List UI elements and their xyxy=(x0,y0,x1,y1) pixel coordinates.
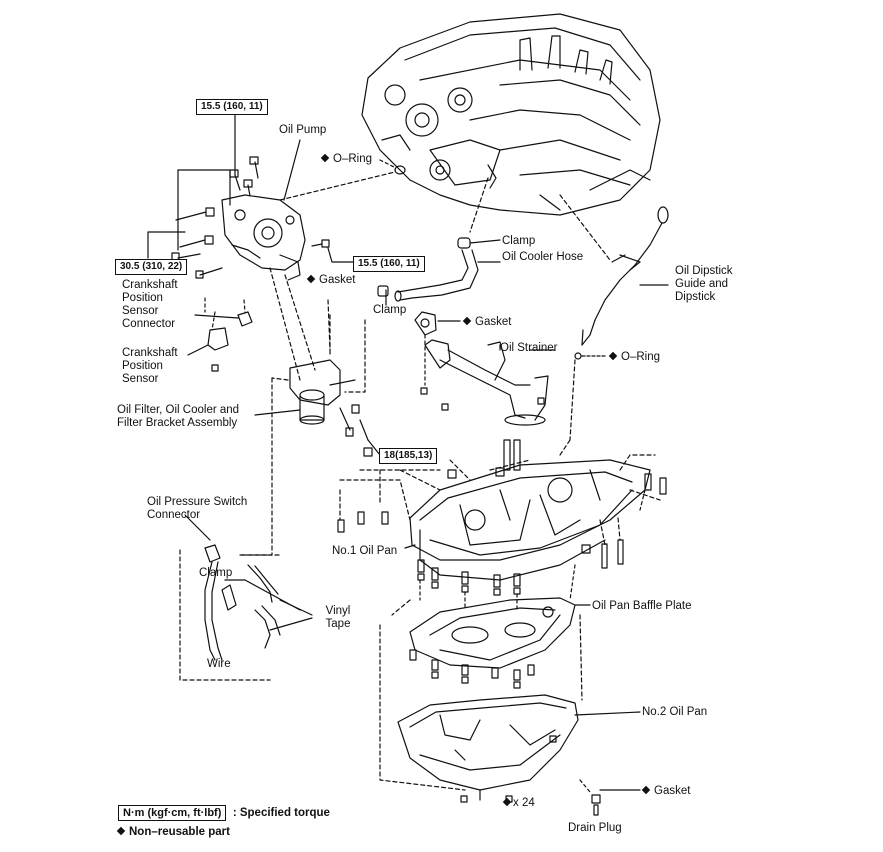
oil-strainer-part xyxy=(414,311,556,426)
label-x24-text: x 24 xyxy=(513,797,535,809)
legend: N·m (kgf·cm, ft·lbf) : Specified torque … xyxy=(116,803,330,838)
torque-filter: 18(185,13) xyxy=(379,448,438,464)
oil-filter-part xyxy=(239,359,373,556)
legend-specified: : Specified torque xyxy=(232,807,330,819)
legend-diamond-icon xyxy=(116,826,126,836)
label-gasket-pump: Gasket xyxy=(306,274,356,287)
non-reusable-mark xyxy=(502,797,512,807)
label-gasket-drain-text: Gasket xyxy=(654,785,691,797)
torque-oil-pump-top: 15.5 (160, 11) xyxy=(196,99,268,115)
legend-non-reusable: Non–reusable part xyxy=(129,826,230,838)
non-reusable-mark xyxy=(608,351,618,361)
label-drain-plug: Drain Plug xyxy=(568,822,622,834)
label-baffle: Oil Pan Baffle Plate xyxy=(592,600,692,612)
pan-dashed xyxy=(339,439,661,546)
torque-oil-pump-left: 30.5 (310, 22) xyxy=(115,259,188,275)
label-gasket-strainer: Gasket xyxy=(462,316,512,329)
crank-sensor-part xyxy=(187,297,253,372)
label-oring-dip: O–Ring xyxy=(608,351,660,364)
label-oring-top-text: O–Ring xyxy=(333,153,372,165)
label-wire: Wire xyxy=(207,658,231,670)
label-clamp-mid: Clamp xyxy=(373,304,407,316)
label-clamp-low: Clamp xyxy=(199,567,233,579)
label-oring-top: O–Ring xyxy=(320,153,372,166)
torque-hose: 15.5 (160, 11) xyxy=(353,256,425,272)
label-gasket-pump-text: Gasket xyxy=(319,274,356,286)
label-vinyl-tape: Vinyl Tape xyxy=(325,605,351,630)
legend-unit-box: N·m (kgf·cm, ft·lbf) xyxy=(118,805,227,821)
non-reusable-mark xyxy=(320,153,330,163)
label-oil-strainer: Oil Strainer xyxy=(500,342,558,354)
oring-top-part xyxy=(279,159,406,201)
non-reusable-mark xyxy=(462,316,472,326)
pump-dashed xyxy=(269,267,366,393)
pan-bottom-bolts xyxy=(417,559,576,613)
label-x24: x 24 xyxy=(502,797,535,810)
oil-cooler-hose-part xyxy=(377,177,501,306)
engine-block xyxy=(361,13,661,216)
label-no1-pan: No.1 Oil Pan xyxy=(332,545,398,557)
baffle-plate-part xyxy=(409,597,591,669)
dipstick-part xyxy=(559,194,669,441)
label-dipstick: Oil Dipstick Guide and Dipstick xyxy=(675,265,733,303)
no1-oil-pan-part xyxy=(404,459,651,581)
label-gasket-drain: Gasket xyxy=(641,785,691,798)
pump-bolts xyxy=(171,156,330,279)
oil-pump-part xyxy=(221,194,306,281)
label-oil-cooler-hose: Oil Cooler Hose xyxy=(502,251,584,263)
baffle-bolts xyxy=(379,599,583,791)
label-clamp-top: Clamp xyxy=(502,235,536,247)
non-reusable-mark xyxy=(306,274,316,284)
label-ops-connector: Oil Pressure Switch Connector xyxy=(147,496,248,521)
label-crank-connector: Crankshaft Position Sensor Connector xyxy=(122,279,178,330)
label-crank-sensor: Crankshaft Position Sensor xyxy=(122,347,178,385)
no2-oil-pan-part xyxy=(397,694,641,816)
label-gasket-strainer-text: Gasket xyxy=(475,316,512,328)
label-oil-pump: Oil Pump xyxy=(279,124,327,136)
non-reusable-mark xyxy=(641,785,651,795)
label-oil-filter: Oil Filter, Oil Cooler and Filter Bracke… xyxy=(117,404,240,429)
label-no2-pan: No.2 Oil Pan xyxy=(642,706,708,718)
wire-harness-part xyxy=(179,514,313,681)
label-oring-dip-text: O–Ring xyxy=(621,351,660,363)
